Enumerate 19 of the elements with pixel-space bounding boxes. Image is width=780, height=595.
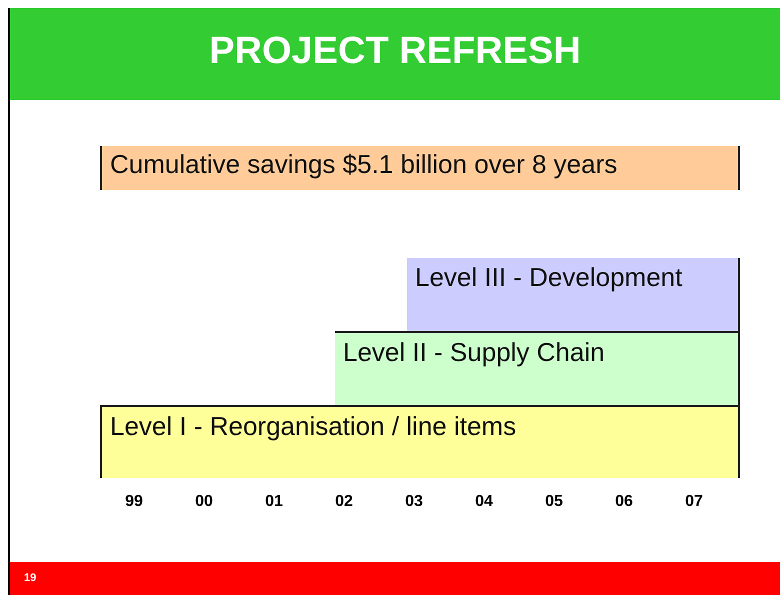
year-label: 03 <box>404 493 424 511</box>
savings-bar <box>100 146 740 190</box>
slide-title: PROJECT REFRESH <box>208 30 582 73</box>
bar-label: Level II - Supply Chain <box>343 337 605 367</box>
year-label: 01 <box>264 493 284 511</box>
year-label: 00 <box>194 493 214 511</box>
bar-label: Level I - Reorganisation / line items <box>110 411 516 441</box>
year-label: 99 <box>124 493 144 511</box>
page-number: 19 <box>24 572 36 584</box>
year-label: 02 <box>334 493 354 511</box>
bar-label: Cumulative savings $5.1 billion over 8 years <box>110 149 618 179</box>
year-label: 04 <box>474 493 494 511</box>
year-label: 06 <box>614 493 634 511</box>
year-label: 05 <box>544 493 564 511</box>
level-bar <box>100 405 740 478</box>
bar-label: Level III - Development <box>415 262 682 292</box>
level-bar <box>335 331 740 405</box>
year-label: 07 <box>684 493 704 511</box>
level-bar <box>407 258 740 331</box>
